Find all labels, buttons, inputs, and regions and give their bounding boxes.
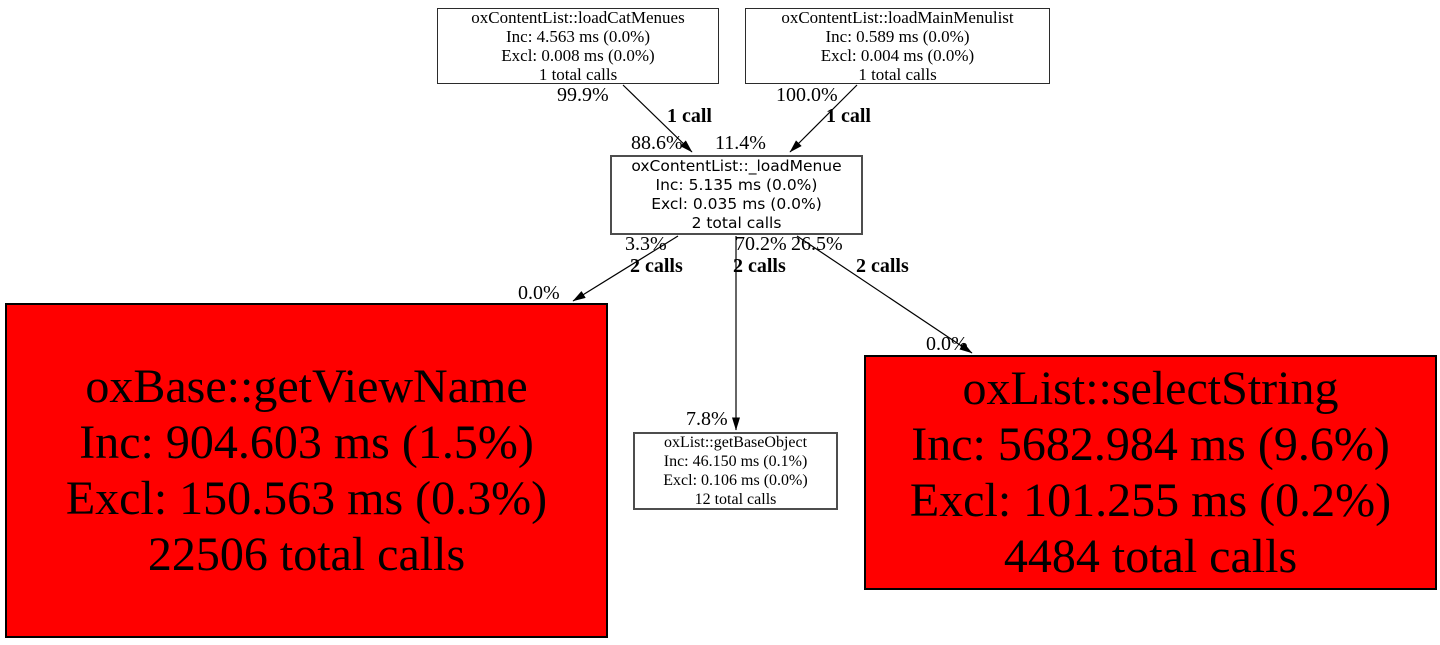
node-inclusive-time: Inc: 5682.984 ms (9.6%)	[911, 417, 1390, 471]
node-total-calls: 4484 total calls	[1003, 529, 1298, 583]
node-total-calls: 1 total calls	[538, 65, 618, 84]
node-title: oxContentList::loadCatMenues	[471, 8, 685, 27]
edge-label-target-pct: 0.0%	[926, 333, 968, 355]
node-inclusive-time: Inc: 4.563 ms (0.0%)	[505, 27, 650, 46]
node-exclusive-time: Excl: 150.563 ms (0.3%)	[65, 471, 548, 525]
node-oxcontentlist-loadmenue: oxContentList::_loadMenue Inc: 5.135 ms …	[610, 155, 863, 235]
node-exclusive-time: Excl: 101.255 ms (0.2%)	[909, 473, 1392, 527]
edge-label-source-pct: 70.2%	[735, 233, 787, 255]
node-exclusive-time: Excl: 0.035 ms (0.0%)	[651, 195, 822, 213]
edge-label-calls: 2 calls	[630, 255, 683, 277]
node-title: oxContentList::_loadMenue	[631, 157, 842, 175]
node-total-calls: 12 total calls	[694, 491, 777, 508]
node-total-calls: 2 total calls	[691, 214, 782, 232]
node-title: oxContentList::loadMainMenulist	[781, 8, 1014, 27]
edge-label-source-pct: 99.9%	[557, 84, 609, 106]
node-inclusive-time: Inc: 5.135 ms (0.0%)	[655, 176, 818, 194]
node-title: oxList::getBaseObject	[663, 434, 808, 451]
node-exclusive-time: Excl: 0.008 ms (0.0%)	[501, 46, 655, 65]
node-exclusive-time: Excl: 0.004 ms (0.0%)	[820, 46, 975, 65]
node-oxcontentlist-loadmainmenulist: oxContentList::loadMainMenulist Inc: 0.5…	[745, 8, 1050, 84]
node-inclusive-time: Inc: 46.150 ms (0.1%)	[663, 453, 808, 470]
node-inclusive-time: Inc: 0.589 ms (0.0%)	[825, 27, 970, 46]
node-oxlist-getbaseobject: oxList::getBaseObject Inc: 46.150 ms (0.…	[633, 432, 838, 510]
node-total-calls: 22506 total calls	[147, 527, 466, 581]
edge-label-target-pct: 7.8%	[686, 408, 728, 430]
node-inclusive-time: Inc: 904.603 ms (1.5%)	[79, 415, 534, 469]
node-title: oxBase::getViewName	[85, 359, 528, 413]
node-exclusive-time: Excl: 0.106 ms (0.0%)	[663, 472, 808, 489]
edge-label-target-pct: 0.0%	[518, 282, 560, 304]
edge-label-calls: 1 call	[667, 105, 712, 127]
node-total-calls: 1 total calls	[858, 65, 937, 84]
edge-label-calls: 2 calls	[733, 255, 786, 277]
node-oxlist-selectstring: oxList::selectString Inc: 5682.984 ms (9…	[864, 355, 1437, 590]
node-oxcontentlist-loadcatmenues: oxContentList::loadCatMenues Inc: 4.563 …	[437, 8, 719, 84]
edge-label-source-pct: 3.3%	[625, 233, 667, 255]
node-title: oxList::selectString	[962, 361, 1339, 415]
node-oxbase-getviewname: oxBase::getViewName Inc: 904.603 ms (1.5…	[5, 303, 608, 638]
edge-label-target-pct: 11.4%	[715, 132, 766, 154]
edge-label-source-pct: 100.0%	[776, 84, 838, 106]
edge-label-source-pct: 26.5%	[791, 233, 843, 255]
edge-label-target-pct: 88.6%	[631, 132, 683, 154]
edge-label-calls: 1 call	[826, 105, 871, 127]
edge-label-calls: 2 calls	[856, 255, 909, 277]
